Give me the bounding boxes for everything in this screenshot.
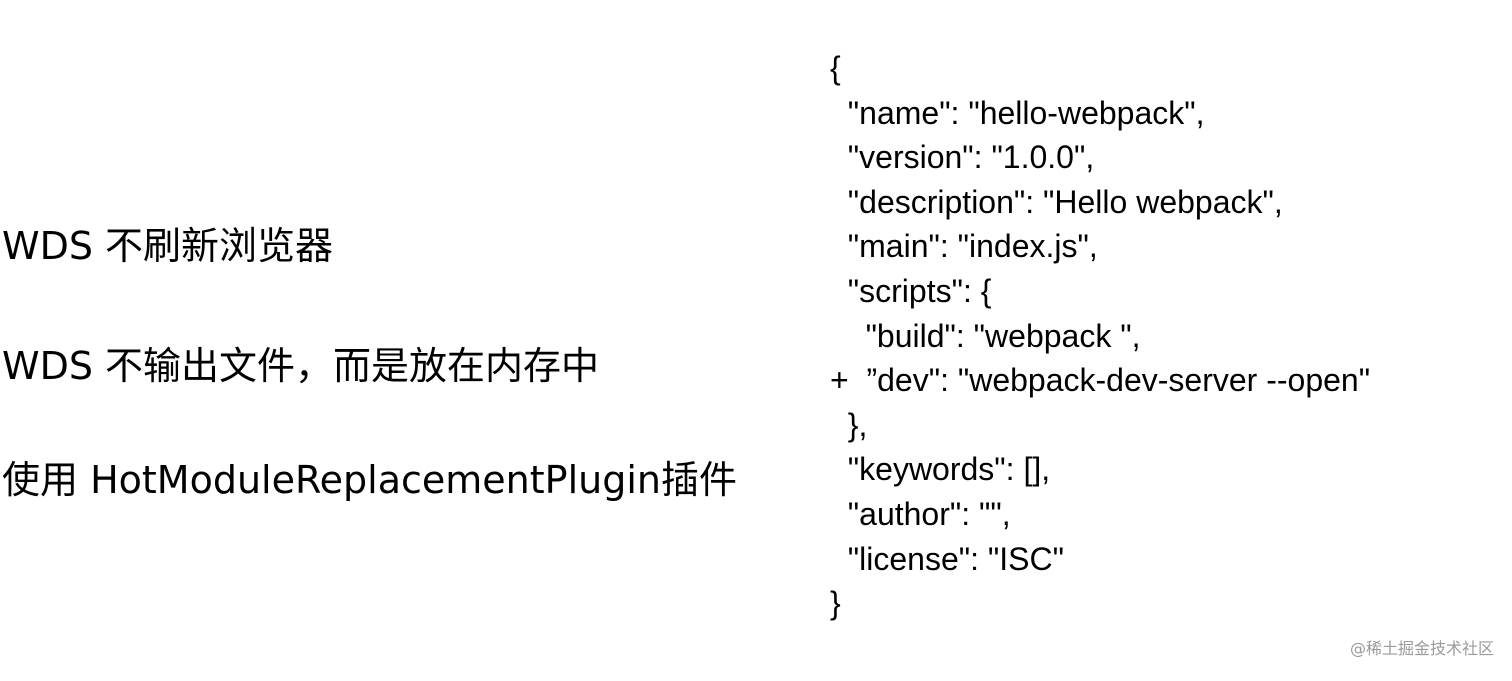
code-line: "author": "", — [830, 495, 1011, 532]
code-line: { — [830, 50, 841, 86]
code-line: "scripts": { — [830, 272, 992, 309]
code-line: }, — [830, 406, 868, 443]
code-line: "build": "webpack ", — [830, 317, 1141, 354]
code-line: "main": "index.js", — [830, 228, 1098, 265]
code-line: } — [830, 585, 841, 622]
code-line: "license": "ISC" — [830, 540, 1064, 577]
code-line: "version": "1.0.0", — [830, 139, 1095, 176]
code-line: "keywords": [], — [830, 451, 1051, 488]
bullet-wds-no-refresh: WDS 不刷新浏览器 — [2, 224, 334, 268]
bullet-wds-in-memory: WDS 不输出文件，而是放在内存中 — [2, 344, 600, 388]
watermark: @稀土掘金技术社区 — [1349, 639, 1494, 658]
code-line-added: + ”dev": "webpack-dev-server --open" — [830, 362, 1371, 399]
bullet-hmr-plugin: 使用 HotModuleReplacementPlugin插件 — [2, 458, 737, 502]
package-json-code-block: { "name": "hello-webpack", "version": "1… — [830, 46, 1370, 626]
code-line: "name": "hello-webpack", — [830, 94, 1205, 131]
code-line: "description": "Hello webpack", — [830, 183, 1283, 220]
